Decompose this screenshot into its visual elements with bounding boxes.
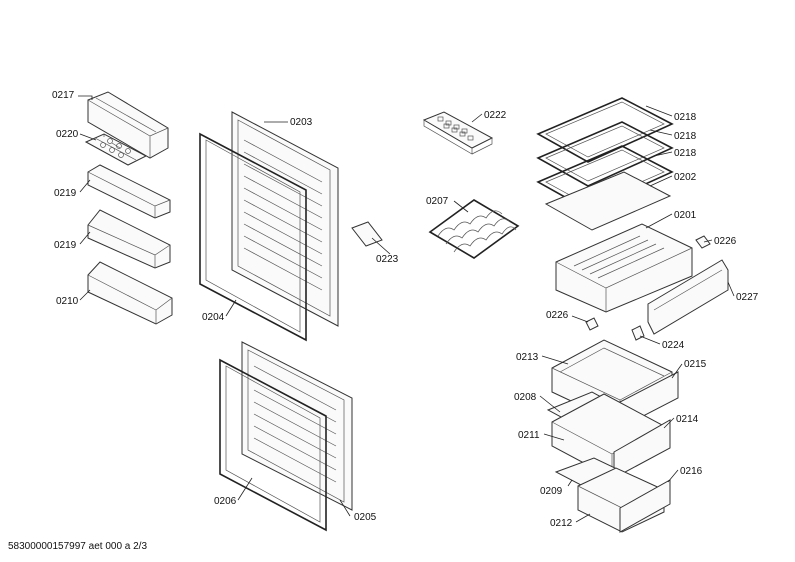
part-0205-door-lower bbox=[241, 341, 353, 511]
label-0217: 0217 bbox=[52, 90, 75, 101]
label-0222: 0222 bbox=[484, 110, 507, 121]
label-0210: 0210 bbox=[56, 296, 79, 307]
label-0216: 0216 bbox=[680, 466, 703, 477]
label-0202: 0202 bbox=[674, 172, 697, 183]
part-0227-front-panel bbox=[647, 259, 729, 335]
label-0213: 0213 bbox=[516, 352, 539, 363]
part-0210-shelf bbox=[87, 261, 173, 325]
part-0226b-clip bbox=[585, 317, 599, 331]
label-0218a: 0218 bbox=[674, 112, 697, 123]
part-0222-ice-tray bbox=[422, 111, 494, 155]
label-0207: 0207 bbox=[426, 196, 449, 207]
label-0209: 0209 bbox=[540, 486, 563, 497]
document-id-footer: 58300000157997 aet 000 a 2/3 bbox=[8, 541, 148, 552]
label-0223: 0223 bbox=[376, 254, 399, 265]
part-labels: 0217 0220 0219 0219 0210 0203 0204 0223 … bbox=[52, 90, 759, 529]
label-0204: 0204 bbox=[202, 312, 225, 323]
part-0207-bottle-rack bbox=[428, 199, 520, 259]
part-0218b-shelf-frame bbox=[536, 121, 674, 187]
part-0216-drawer-front bbox=[619, 479, 671, 533]
label-0220: 0220 bbox=[56, 129, 79, 140]
part-0224-clip bbox=[631, 325, 645, 341]
label-0226a: 0226 bbox=[714, 236, 737, 247]
part-0220-egg-tray bbox=[84, 133, 148, 166]
label-0206: 0206 bbox=[214, 496, 237, 507]
label-0201: 0201 bbox=[674, 210, 697, 221]
part-0226a-clip bbox=[695, 235, 711, 249]
label-0219a: 0219 bbox=[54, 188, 77, 199]
part-0201-crisper-drawer bbox=[555, 223, 693, 313]
part-0202-glass-plate bbox=[544, 171, 672, 231]
part-0218a-shelf-frame bbox=[536, 97, 674, 163]
part-0219a-shelf bbox=[87, 164, 171, 219]
label-0203: 0203 bbox=[290, 117, 313, 128]
label-0208: 0208 bbox=[514, 392, 537, 403]
part-0217-shelf bbox=[87, 91, 169, 159]
leader-lines bbox=[78, 95, 735, 523]
label-0215: 0215 bbox=[684, 359, 707, 370]
label-0218c: 0218 bbox=[674, 148, 697, 159]
part-0206-gasket-lower bbox=[219, 358, 327, 532]
label-0218b: 0218 bbox=[674, 131, 697, 142]
label-0214: 0214 bbox=[676, 414, 699, 425]
label-0205: 0205 bbox=[354, 512, 377, 523]
label-0219b: 0219 bbox=[54, 240, 77, 251]
part-0203-door-upper bbox=[231, 111, 339, 327]
label-0227: 0227 bbox=[736, 292, 759, 303]
label-0211: 0211 bbox=[518, 430, 540, 441]
part-0219b-shelf bbox=[87, 209, 171, 269]
part-0204-gasket-upper bbox=[199, 132, 307, 342]
label-0212: 0212 bbox=[550, 518, 573, 529]
label-0224: 0224 bbox=[662, 340, 685, 351]
label-0226b: 0226 bbox=[546, 310, 569, 321]
